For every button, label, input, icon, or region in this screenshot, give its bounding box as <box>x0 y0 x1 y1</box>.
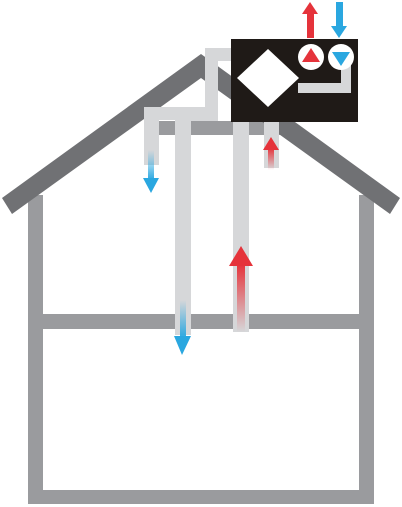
main-supply-duct-vertical <box>175 107 191 335</box>
warm-extract-arrow-icon <box>229 246 253 332</box>
heat-recovery-unit-icon <box>231 39 358 122</box>
exhaust-arrow-shaft <box>307 12 314 38</box>
right-wall <box>359 195 374 500</box>
outdoor-exhaust-arrow-icon <box>302 2 318 38</box>
intake-arrow-shaft <box>336 2 343 28</box>
upper-supply-arrow-head <box>143 178 159 193</box>
middle-floor <box>43 314 359 329</box>
upper-extract-arrow-shaft <box>268 148 274 170</box>
left-branch-duct-down <box>144 120 159 165</box>
unit-internal-duct <box>298 62 351 93</box>
supply-fan-icon <box>328 44 354 70</box>
exhaust-fan-icon <box>298 44 324 70</box>
fresh-supply-arrow-shaft <box>180 300 186 338</box>
ground-floor <box>28 490 374 504</box>
house-structure <box>2 54 400 504</box>
left-wall <box>28 195 43 500</box>
intake-arrow-head <box>331 26 347 38</box>
upper-extract-arrow-icon <box>263 137 279 170</box>
upper-supply-arrow-icon <box>143 150 159 193</box>
upper-extract-arrow-head <box>263 137 279 150</box>
heat-exchanger-icon <box>237 49 299 107</box>
supply-duct-riser <box>205 50 218 121</box>
outdoor-intake-arrow-icon <box>331 2 347 38</box>
warm-extract-arrow-head <box>229 246 253 266</box>
exhaust-arrow-head <box>302 2 318 14</box>
exhaust-fan-triangle <box>302 48 320 62</box>
upper-supply-arrow-shaft <box>148 150 154 180</box>
fresh-supply-arrow-head <box>174 336 191 355</box>
supply-fan-triangle <box>332 52 350 66</box>
warm-extract-arrow-shaft <box>237 264 245 332</box>
fresh-supply-arrow-icon <box>174 300 191 355</box>
